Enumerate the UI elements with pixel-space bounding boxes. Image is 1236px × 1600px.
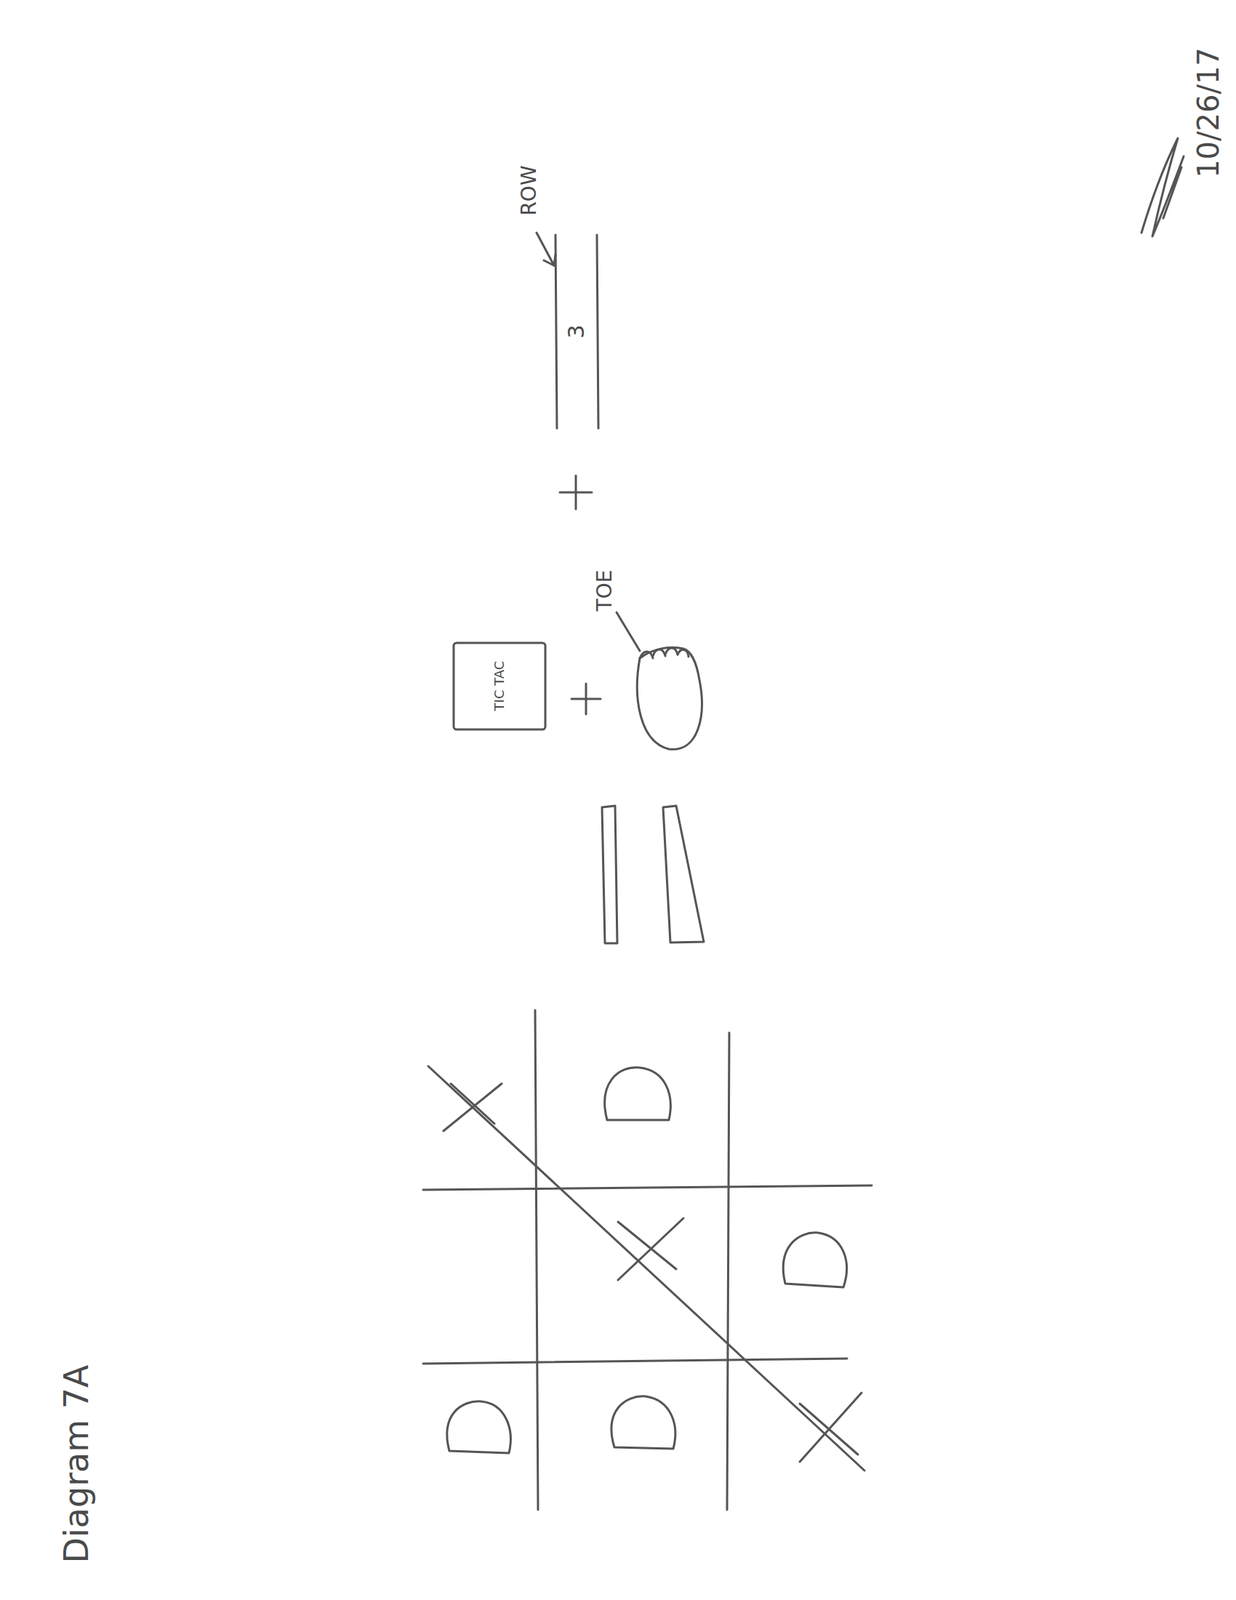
box-text: TIC TAC (492, 660, 507, 712)
equals-sign (602, 805, 704, 943)
date-label: 10/26/17 (1193, 47, 1223, 179)
callout-label: ROW (519, 165, 540, 216)
leader-line (616, 612, 640, 651)
toe-drawing (639, 647, 689, 658)
arrow-head (543, 254, 556, 266)
tic-tac-box (453, 642, 546, 730)
callout-number: 3 (565, 324, 588, 339)
win-line (428, 1065, 865, 1471)
foot-drawing (636, 647, 702, 749)
tic-tac-toe-grid (423, 1009, 872, 1510)
signature (1141, 138, 1184, 237)
row-lines (555, 234, 599, 429)
callout-label: TOE (594, 570, 616, 612)
o-mark (447, 1067, 848, 1453)
diagram-title: Diagram 7A (59, 1364, 94, 1564)
